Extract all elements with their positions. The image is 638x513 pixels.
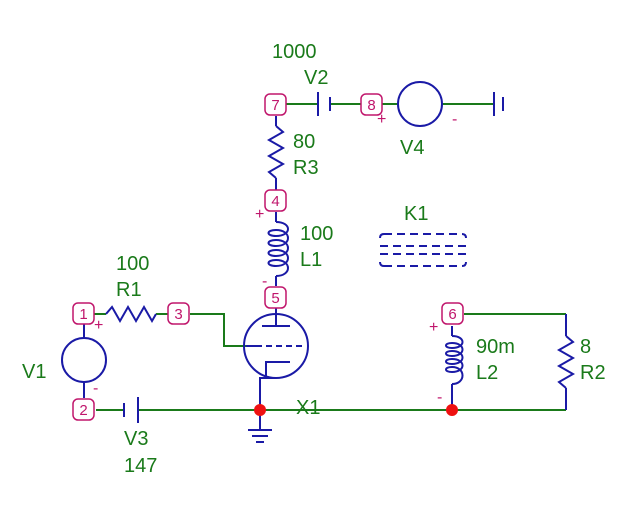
x1-name-label: X1 <box>296 397 320 419</box>
voltage-source-v4-symbol <box>397 81 443 127</box>
v1-plus-mark: + <box>94 317 103 334</box>
node-8: 8 <box>360 93 383 116</box>
node-2: 2 <box>72 398 95 421</box>
ground-symbol-bottom <box>248 410 272 443</box>
l2-minus-mark: - <box>437 389 442 406</box>
node-2-label: 2 <box>79 402 87 419</box>
coupling-k1-symbol <box>379 233 467 267</box>
node-8-label: 8 <box>367 97 375 114</box>
l1-plus-mark: + <box>255 206 264 223</box>
battery-v2-symbol <box>317 92 331 116</box>
node-4: 4 <box>264 189 287 212</box>
node-4-label: 4 <box>271 193 279 210</box>
node-1: 1 <box>72 302 95 325</box>
l2-value-label: 90m <box>476 336 515 358</box>
wires <box>88 103 566 411</box>
node-7: 7 <box>264 93 287 116</box>
v3-value-label: 147 <box>124 455 157 477</box>
l1-value-label: 100 <box>300 223 333 245</box>
battery-v3-symbol <box>123 397 139 423</box>
r1-name-label: R1 <box>116 279 142 301</box>
resistor-r1-symbol <box>105 304 157 324</box>
v1-minus-mark: - <box>93 380 98 397</box>
r2-name-label: R2 <box>580 362 606 384</box>
resistor-r3-symbol <box>266 116 286 190</box>
k1-name-label: K1 <box>404 203 428 225</box>
node-5: 5 <box>264 286 287 309</box>
resistor-r2-symbol <box>556 314 576 410</box>
v4-minus-mark: - <box>452 111 457 128</box>
ground-symbol-right <box>493 92 504 116</box>
r1-value-label: 100 <box>116 253 149 275</box>
v4-plus-mark: + <box>377 111 386 128</box>
r2-value-label: 8 <box>580 336 591 358</box>
r3-name-label: R3 <box>293 157 319 179</box>
junction-dot-l2-ground <box>446 404 458 416</box>
voltage-source-v1-symbol <box>61 324 107 398</box>
inductor-l2-symbol <box>445 326 464 410</box>
triode-x1-symbol <box>243 308 309 410</box>
v1-name-label: V1 <box>22 361 46 383</box>
wire-3-grid <box>190 313 246 347</box>
node-5-label: 5 <box>271 290 279 307</box>
v3-name-label: V3 <box>124 428 148 450</box>
l2-plus-mark: + <box>429 319 438 336</box>
node-6-label: 6 <box>448 306 456 323</box>
l1-name-label: L1 <box>300 249 322 271</box>
r3-value-label: 80 <box>293 131 315 153</box>
inductor-l1-symbol <box>267 212 289 286</box>
l2-name-label: L2 <box>476 362 498 384</box>
v4-name-label: V4 <box>400 137 424 159</box>
junction-dot-tube-ground <box>254 404 266 416</box>
l1-minus-mark: - <box>262 273 267 290</box>
node-3: 3 <box>167 302 190 325</box>
node-6: 6 <box>441 302 464 325</box>
node-1-label: 1 <box>79 306 87 323</box>
node-3-label: 3 <box>174 306 182 323</box>
v2-value-label: 1000 <box>272 41 317 63</box>
node-7-label: 7 <box>271 97 279 114</box>
v2-name-label: V2 <box>304 67 328 89</box>
